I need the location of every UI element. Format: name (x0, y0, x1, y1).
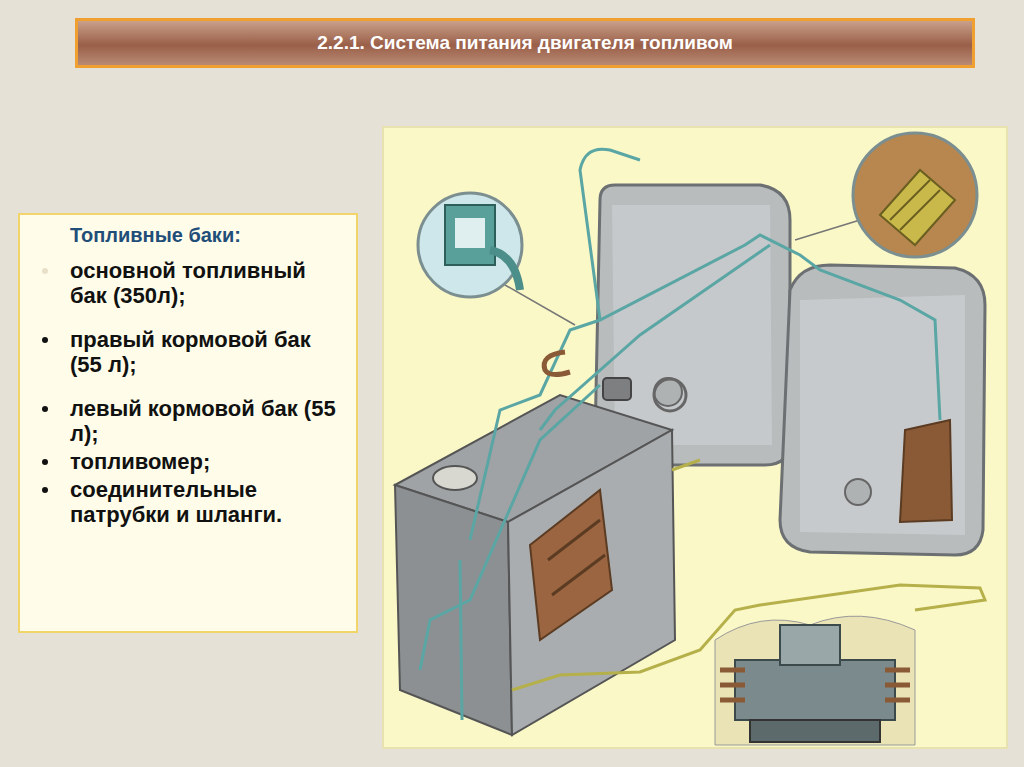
bullet-dot (42, 337, 48, 343)
bullet-dot (42, 268, 48, 274)
list-item: топливомер; (70, 449, 346, 474)
list-heading: Топливные баки: (70, 223, 346, 248)
bullet-dot (42, 487, 48, 493)
list-item: правый кормовой бак (55 л); (70, 327, 346, 377)
bullet-dot (42, 406, 48, 412)
list-item: левый кормовой бак (55 л); (70, 396, 346, 446)
list-item: основной топливный бак (350л); (70, 258, 346, 308)
text-panel: Топливные баки: основной топливный бак (3… (18, 213, 358, 633)
title-bar: 2.2.1. Система питания двигателя топливо… (75, 18, 975, 68)
list-item: соединительные патрубки и шланги. (70, 477, 346, 527)
slide-title: 2.2.1. Система питания двигателя топливо… (317, 32, 733, 54)
bullet-dot (42, 459, 48, 465)
